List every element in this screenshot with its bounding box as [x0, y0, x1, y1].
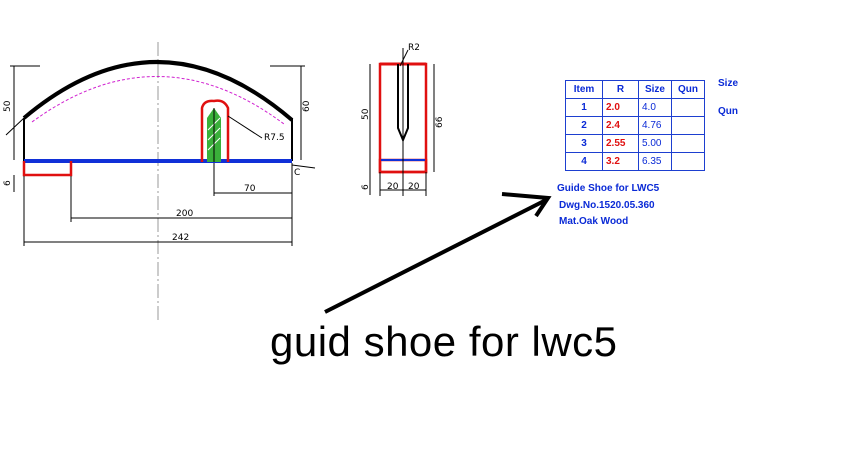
table-cell-item: 1: [565, 98, 603, 117]
table-header-item: Item: [565, 80, 603, 99]
outer-arc: [22, 60, 294, 122]
table-cell-r: 2.0: [602, 98, 639, 117]
table-header-row: Item R Size Qun: [565, 80, 705, 99]
side-w-left-label: 20: [387, 182, 399, 192]
c-mark-label: C: [294, 168, 300, 178]
inner-arc-dashed: [31, 76, 285, 125]
table-cell-qun: [671, 98, 705, 117]
dim242-label: 242: [172, 233, 189, 243]
info-material: Mat.Oak Wood: [559, 216, 629, 227]
caption-text: guid shoe for lwc5: [270, 318, 618, 365]
r2-leader: [399, 49, 409, 67]
info-title: Guide Shoe for LWC5: [557, 183, 660, 194]
side-right-label: 66: [435, 116, 445, 128]
table-cell-item: 4: [565, 152, 603, 171]
table-cell-size: 4.0: [638, 98, 672, 117]
dim200-label: 200: [176, 209, 193, 219]
table-cell-item: 2: [565, 116, 603, 135]
c-mark-line: [291, 164, 316, 169]
side-label-qun: Qun: [718, 106, 738, 117]
table-cell-qun: [671, 134, 705, 153]
dim-offset-label: 6: [3, 180, 13, 186]
table-cell-size: 5.00: [638, 134, 672, 153]
side-left-label: 50: [361, 108, 371, 120]
table-header-qun: Qun: [671, 80, 705, 99]
table-cell-size: 4.76: [638, 116, 672, 135]
side-offset-label: 6: [361, 184, 371, 190]
table-row: 4 3.2 6.35: [565, 152, 705, 171]
table-cell-item: 3: [565, 134, 603, 153]
table-row: 3 2.55 5.00: [565, 134, 705, 153]
dim-right-height-label: 60: [302, 100, 312, 112]
table-header-size: Size: [638, 80, 672, 99]
table-cell-r: 2.4: [602, 116, 639, 135]
info-dwg-number: Dwg.No.1520.05.360: [559, 200, 655, 211]
spec-table: Item R Size Qun 1 2.0 4.0 2 2.4 4.76 3 2…: [565, 80, 705, 171]
side-label-size: Size: [718, 78, 739, 89]
r2-label: R2: [408, 43, 420, 53]
radius-label: R7.5: [264, 133, 285, 143]
table-cell-qun: [671, 152, 705, 171]
radius-leader: [227, 115, 263, 139]
pointer-arrow-head: [501, 192, 552, 218]
pointer-arrow-shaft: [324, 198, 547, 314]
table-cell-qun: [671, 116, 705, 135]
red-step: [22, 161, 73, 177]
table-cell-r: 3.2: [602, 152, 639, 171]
side-w-right-label: 20: [408, 182, 420, 192]
table-cell-size: 6.35: [638, 152, 672, 171]
table-cell-r: 2.55: [602, 134, 639, 153]
table-row: 2 2.4 4.76: [565, 116, 705, 135]
dim-left-height-label: 50: [3, 100, 13, 112]
groove-outline: [200, 99, 230, 162]
table-header-r: R: [602, 80, 639, 99]
dim-left-diag: [5, 117, 25, 136]
table-row: 1 2.0 4.0: [565, 98, 705, 117]
dim70-label: 70: [244, 184, 256, 194]
